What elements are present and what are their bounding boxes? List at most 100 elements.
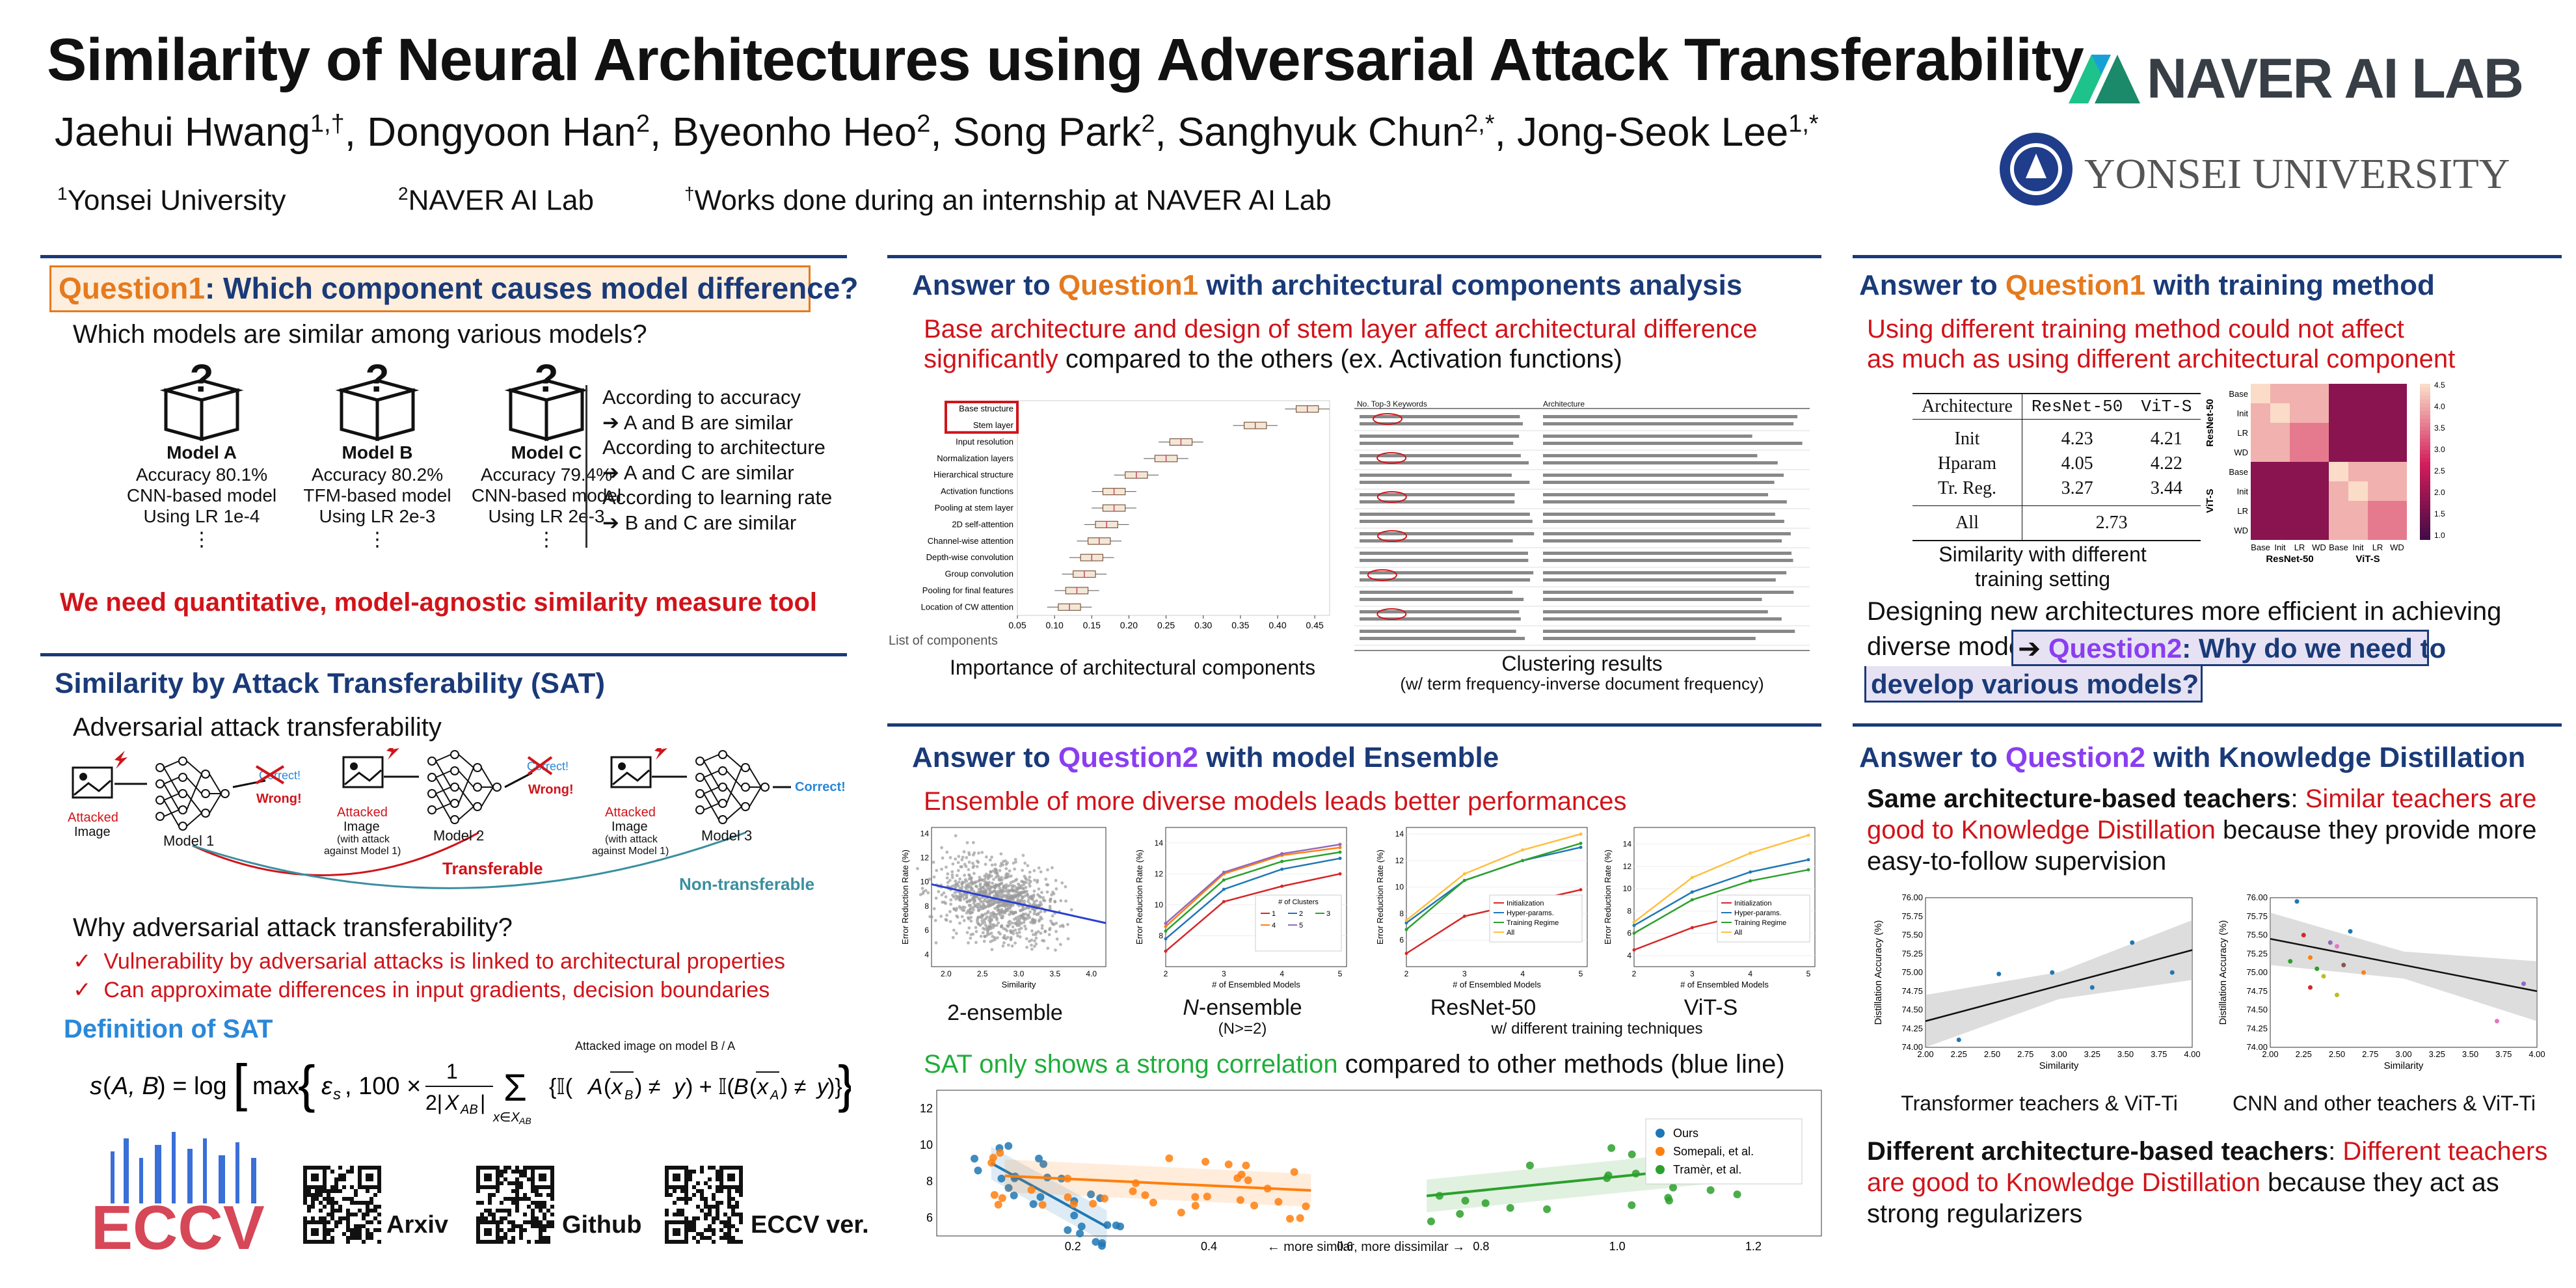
heat-cell (2251, 423, 2270, 442)
x-axis-label: Similarity (2384, 1060, 2424, 1071)
heat-cell (2251, 442, 2270, 462)
component-label: Normalization layers (937, 453, 1013, 463)
tick-label: 4 (1280, 969, 1284, 978)
colorbar-tick: 4.0 (2434, 402, 2445, 411)
poster-title: Similarity of Neural Architectures using… (47, 27, 2084, 93)
series-point (1280, 884, 1284, 888)
kd-cap-right: CNN and other teachers & ViT-Ti (2233, 1092, 2536, 1115)
mystery-box-icon: ? (504, 364, 589, 442)
svg-text:Wrong!: Wrong! (528, 783, 574, 797)
heat-cell (2290, 462, 2309, 481)
tick-label: 76.00 (2246, 892, 2268, 902)
series-point (1632, 948, 1636, 952)
series-point (1164, 937, 1168, 941)
component-label: Location of CW attention (921, 602, 1013, 611)
tick-label: 6 (924, 926, 929, 935)
svg-text:?: ? (366, 364, 390, 400)
heat-cell (2309, 520, 2329, 540)
series-line (1633, 868, 1809, 934)
tick-label: 75.25 (2246, 948, 2268, 958)
legend-label: 1 (1272, 910, 1276, 918)
heat-cell (2270, 481, 2290, 501)
check-icon: ✓ (73, 949, 92, 974)
scatter-point (997, 1174, 1006, 1183)
tick-label: 14 (1395, 829, 1404, 839)
qr-arxiv[interactable]: Arxiv (303, 1166, 518, 1244)
q2-box-2 (1864, 666, 2203, 703)
svg-text:ViT-S: ViT-S (2205, 489, 2216, 513)
scatter-point (1461, 1196, 1469, 1205)
scatter-point (1191, 1192, 1200, 1201)
tick-label: 0.05 (1008, 620, 1026, 630)
author-name: Jong-Seok Lee (1517, 110, 1789, 155)
author-name: Jaehui Hwang (55, 110, 310, 155)
svg-text:1: 1 (446, 1060, 458, 1083)
internship-note: †Works done during an internship at NAVE… (684, 183, 1332, 217)
heat-cell (2329, 403, 2348, 423)
qr-github[interactable]: Github (476, 1166, 691, 1244)
tick-label: 3.00 (2050, 1049, 2067, 1059)
reason-1: ✓ Vulnerability by adversarial attacks i… (73, 949, 785, 974)
model-b-card: ? Model B Accuracy 80.2% TFM-based model… (273, 364, 481, 579)
scatter-point (1034, 1155, 1043, 1163)
tick-label: 2.25 (1951, 1049, 1967, 1059)
qr-eccv[interactable]: ECCV ver. (665, 1166, 879, 1244)
kd-same-text: Same architecture-based teachers: Simila… (1867, 785, 2537, 876)
scatter-point (2321, 974, 2326, 979)
colorbar-tick: 1.5 (2434, 509, 2445, 518)
component-label: 2D self-attention (952, 519, 1013, 529)
scatter-point (1628, 1201, 1636, 1209)
tick-label: 12 (1395, 856, 1404, 865)
legend-label: Tramèr, et al. (1673, 1163, 1741, 1176)
svg-text:(: ( (604, 1075, 611, 1099)
scatter-point (1010, 1191, 1018, 1200)
scatter-point (1224, 1161, 1233, 1169)
heat-row-label: WD (2234, 448, 2248, 457)
svg-text:) + 𝕀(: ) + 𝕀( (686, 1075, 734, 1099)
heat-cell (2368, 423, 2387, 442)
scatter-point (1996, 971, 2002, 976)
series-point (1632, 920, 1636, 924)
svg-text:B: B (624, 1088, 633, 1103)
heat-cell (2329, 501, 2348, 520)
scatter-point (1100, 1194, 1108, 1203)
series-point (1338, 872, 1342, 876)
scatter-point (1040, 1160, 1048, 1168)
author-list: Jaehui Hwang1,†, Dongyoon Han2, Byeonho … (55, 110, 1819, 155)
series-point (1806, 868, 1810, 872)
tick-label: 6 (1399, 935, 1404, 945)
tick-label: 3 (1222, 969, 1226, 978)
series-line (1633, 834, 1809, 923)
heat-cell (2270, 501, 2290, 520)
tick-label: 74.50 (2246, 1005, 2268, 1015)
component-label: Pooling at stem layer (935, 503, 1014, 513)
heat-cell (2270, 520, 2290, 540)
svg-text:?: ? (190, 364, 214, 400)
series-point (1749, 870, 1752, 874)
scatter-point (2335, 993, 2339, 997)
trend-line (931, 883, 1107, 924)
scatter-point (2130, 940, 2135, 945)
tick-label: 10 (1395, 883, 1404, 892)
series-point (1749, 879, 1752, 883)
scatter-point (2294, 899, 2300, 904)
series-point (1579, 832, 1583, 836)
scatter-point (1525, 1161, 1534, 1170)
tick-label: 8 (926, 1175, 933, 1188)
tick-label: 74.75 (1901, 986, 1923, 996)
naver-logo-mark-icon (2069, 55, 2140, 103)
a1-arch-subtitle-1: Base architecture and design of stem lay… (924, 315, 1758, 343)
q2-question-2: develop various models? (1871, 669, 2199, 699)
heat-cell (2387, 520, 2407, 540)
svg-text:A, B: A, B (111, 1073, 159, 1100)
svg-text:ViT-S: ViT-S (2355, 554, 2380, 565)
tick-label: 12 (920, 1102, 933, 1115)
heat-cell (2309, 384, 2329, 403)
svg-text:A: A (587, 1075, 603, 1099)
svg-text:AB: AB (518, 1116, 531, 1125)
tick-label: 3.75 (2151, 1049, 2167, 1059)
tick-label: 75.50 (2246, 930, 2268, 940)
heat-col-label: Base (2251, 543, 2270, 552)
tick-label: 0.20 (1120, 620, 1138, 630)
